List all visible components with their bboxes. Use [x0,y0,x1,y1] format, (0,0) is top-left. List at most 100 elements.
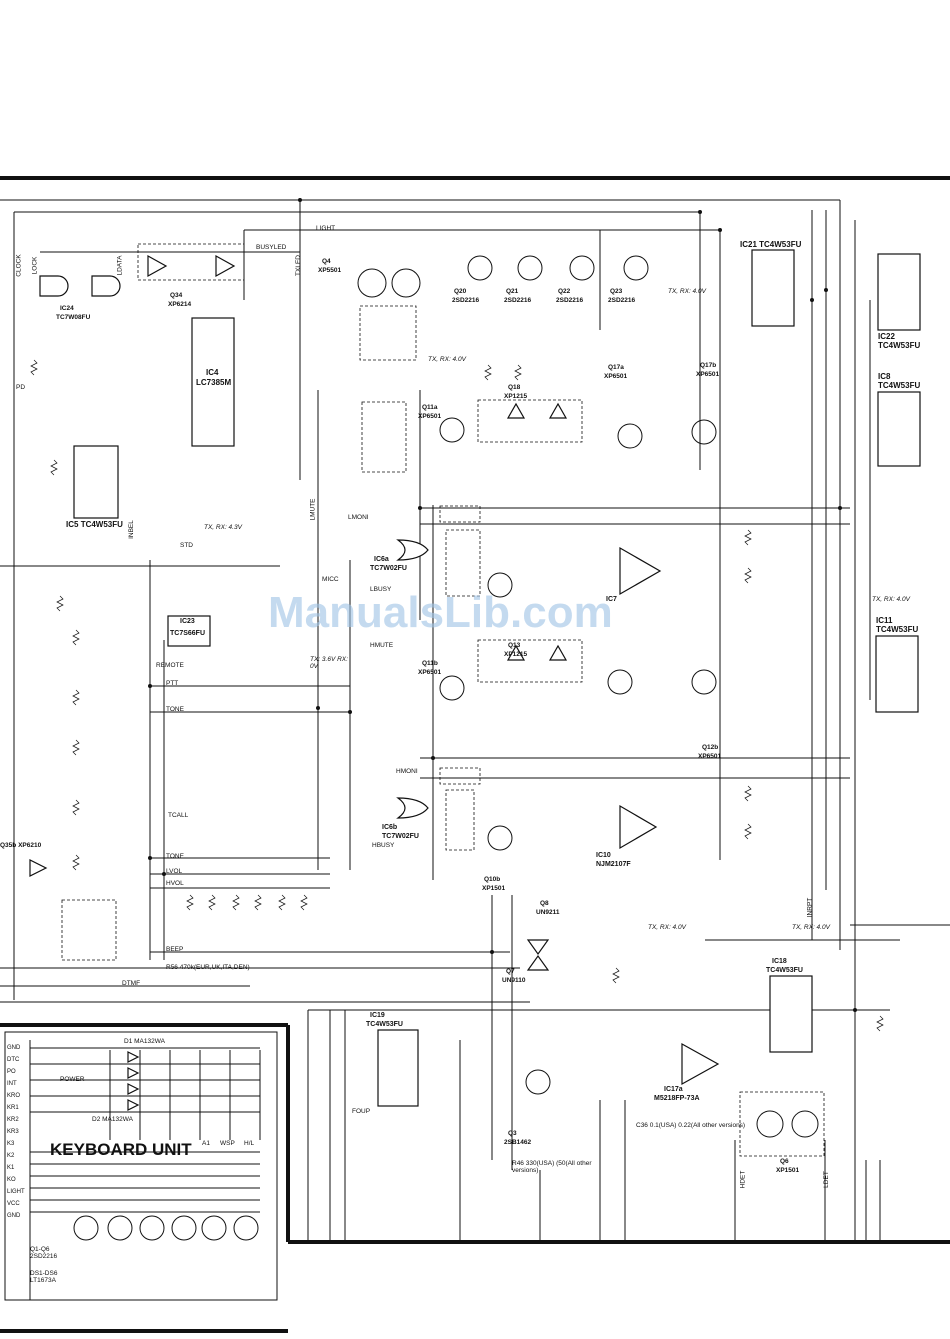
q20-ref: Q20 [454,288,467,295]
kb-pin: KR3 [7,1129,19,1135]
ic22-part: TC4W53FU [878,341,921,350]
sig-inbel: INBEL [127,520,135,539]
ic23-ref: IC23 [180,618,195,625]
q11a-part: XP6501 [418,413,442,420]
ic23-part: TC7S66FU [170,630,206,637]
q23-ref: Q23 [610,288,623,295]
note-r46: R46 330(USA) (50(All other versions) [512,1160,592,1174]
q3-part: 2SB1462 [504,1139,532,1146]
ic24b-gate [91,275,121,297]
kb-pin: VCC [7,1201,20,1207]
sig-micc: MICC [322,576,339,583]
ic7-opamp [619,546,662,596]
q13-part: XP1215 [504,651,528,658]
q34-ref: Q34 [170,292,183,299]
sig-inrpt: INRPT [806,897,814,918]
sig-lbusy: LBUSY [370,586,392,593]
ic18-part: TC4W53FU [766,967,803,974]
kb-pin: GND [7,1045,21,1051]
sig-light: LIGHT [316,225,336,232]
sig-hmute: HMUTE [370,642,394,649]
q6-ref: Q6 [780,1158,789,1165]
ic6b-ref: IC6b [382,824,398,831]
sig-pd: PD [16,384,26,391]
sig-lmute: LMUTE [309,498,317,521]
sig-lvol: LVOL [166,868,183,875]
kb-pin: K2 [7,1153,15,1159]
q18-ref: Q18 [508,384,521,391]
q21-ref: Q21 [506,288,519,295]
q34-part: XP6214 [168,301,192,308]
ic8-ref: IC8 [878,372,891,381]
sig-std: STD [180,542,193,549]
sig-ldet: LDET [822,1171,830,1188]
ic8-part: TC4W53FU [878,381,921,390]
sig-clock: CLOCK [15,254,23,277]
ic5-box [73,445,119,519]
ic23-box [167,615,211,647]
kb-power: POWER [60,1076,85,1083]
sig-tone2: TONE [166,853,184,860]
kb-pin: GND [7,1213,21,1219]
kb-key-a1: A1 [202,1140,210,1147]
q7-part: UN9110 [502,977,526,984]
ic4-part: LC7385M [196,378,232,387]
note-r56: R56 470k(EUR,UK,ITA,DEN) [166,964,250,971]
kb-pin: K3 [7,1141,15,1147]
ic24-ref: IC24 [60,305,74,312]
ic6b-gate [396,797,429,819]
ic19-ref: IC19 [370,1012,385,1019]
ic11-ref: IC11 [876,616,893,625]
q17b-ref: Q17b [700,362,717,369]
ic6b-part: TC7W02FU [382,833,419,840]
q35b-label: Q35b XP6210 [0,842,42,849]
note-tx-rx-40c: TX, RX: 4.0V [872,596,910,603]
note-tx-rx-40: TX, RX: 4.0V [428,356,466,363]
q17a-part: XP6501 [604,373,628,380]
sig-txled: TXLED [294,255,302,276]
sig-ptt: PTT [166,680,179,687]
ic4-ref: IC4 [206,368,219,377]
ic10-part: NJM2107F [596,861,631,868]
keyboard-unit-box [4,1031,278,1301]
kb-pin: KO [7,1177,16,1183]
q11a-ref: Q11a [422,404,438,411]
sig-lock: LOCK [31,256,39,275]
ic17a-ref: IC17a [664,1086,683,1093]
note-tx36: TX: 3.6V RX: 0V [310,656,348,670]
watermark: ManualsLib.com [268,588,613,637]
ic4-box [191,317,235,447]
ic18-box [769,975,813,1053]
ic11-part: TC4W53FU [876,625,919,634]
kb-d1: D1 MA132WA [124,1038,165,1045]
kb-pin: KR1 [7,1105,19,1111]
kb-pin: INT [7,1081,17,1087]
kb-key-hl: H/L [244,1140,255,1147]
ic17a-opamp [681,1042,720,1086]
q8-ref: Q8 [540,900,549,907]
q11b-part: XP6501 [418,669,442,676]
kb-pin: LIGHT [7,1189,25,1195]
ic24a-gate [39,275,69,297]
q12b-ref: Q12b [702,744,719,751]
ic11-box [875,635,919,713]
sig-hvol: HVOL [166,880,184,887]
kb-pin: KRO [7,1093,21,1099]
sig-hmoni: HMONI [396,768,418,775]
keyboard-title: KEYBOARD UNIT [50,1140,192,1159]
ic6a-ref: IC6a [374,556,389,563]
note-tx-rx-40e: TX, RX: 4.0V [792,924,830,931]
kb-pin: KR2 [7,1117,19,1123]
kb-led-note: DS1-DS6 LT1673A [30,1270,58,1284]
sig-foup: FOUP [352,1108,371,1115]
ic22-ref: IC22 [878,332,895,341]
sig-dtmf: DTMF [122,980,141,987]
kb-pin: DTC [7,1057,20,1063]
sig-busyled: BUSYLED [256,244,287,251]
sig-ldata: LDATA [116,255,124,276]
q6-part: XP1501 [776,1167,800,1174]
q20-part: 2SD2216 [452,297,480,304]
sig-hdet: HDET [739,1170,747,1189]
sig-hbusy: HBUSY [372,842,395,849]
